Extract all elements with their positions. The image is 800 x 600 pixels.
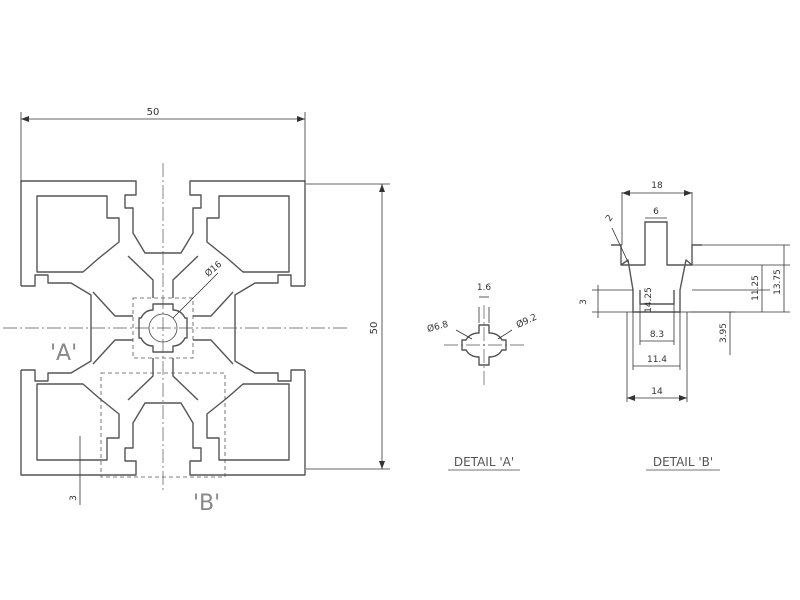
- main-profile-view: [3, 163, 348, 493]
- detail-b-depth-2: 13.75: [773, 269, 783, 295]
- dim-height: 50: [369, 322, 380, 335]
- main-dimensions: 50 50 Ø16 3 'A' 'B': [20, 107, 390, 516]
- label-a: 'A': [50, 341, 77, 366]
- detail-b-inner-width: 8.3: [650, 330, 664, 340]
- detail-b-top-width: 18: [651, 181, 663, 191]
- label-b: 'B': [193, 491, 220, 516]
- dim-wall: 3: [69, 495, 79, 501]
- core-bore: [138, 303, 188, 353]
- detail-b-side: 3.95: [719, 323, 729, 343]
- detail-a-slot: 1.6: [477, 283, 492, 293]
- detail-b-caption: DETAIL 'B': [653, 455, 713, 469]
- detail-a-inner-diameter: Ø6.8: [426, 319, 450, 335]
- detail-b-depth-1: 11.25: [751, 275, 761, 301]
- detail-b-lip: 3: [579, 299, 589, 305]
- detail-a: [444, 296, 524, 387]
- dim-width: 50: [147, 107, 160, 118]
- detail-b-corner: 2: [604, 213, 615, 223]
- detail-b-small: 14.25: [644, 287, 654, 313]
- detail-a-outer-diameter: Ø9.2: [515, 312, 539, 331]
- detail-a-dimensions: 1.6 Ø6.8 Ø9.2 DETAIL 'A': [426, 283, 539, 471]
- detail-b-base-width: 14: [651, 387, 663, 397]
- detail-b-mid-width: 11.4: [647, 355, 667, 365]
- detail-b-opening: 6: [653, 207, 659, 217]
- detail-b: 18 6 2 11.25 13.75 3 14.25 8.3 11.4 14: [579, 181, 790, 471]
- dim-bore: Ø16: [203, 259, 224, 280]
- detail-a-caption: DETAIL 'A': [454, 455, 514, 469]
